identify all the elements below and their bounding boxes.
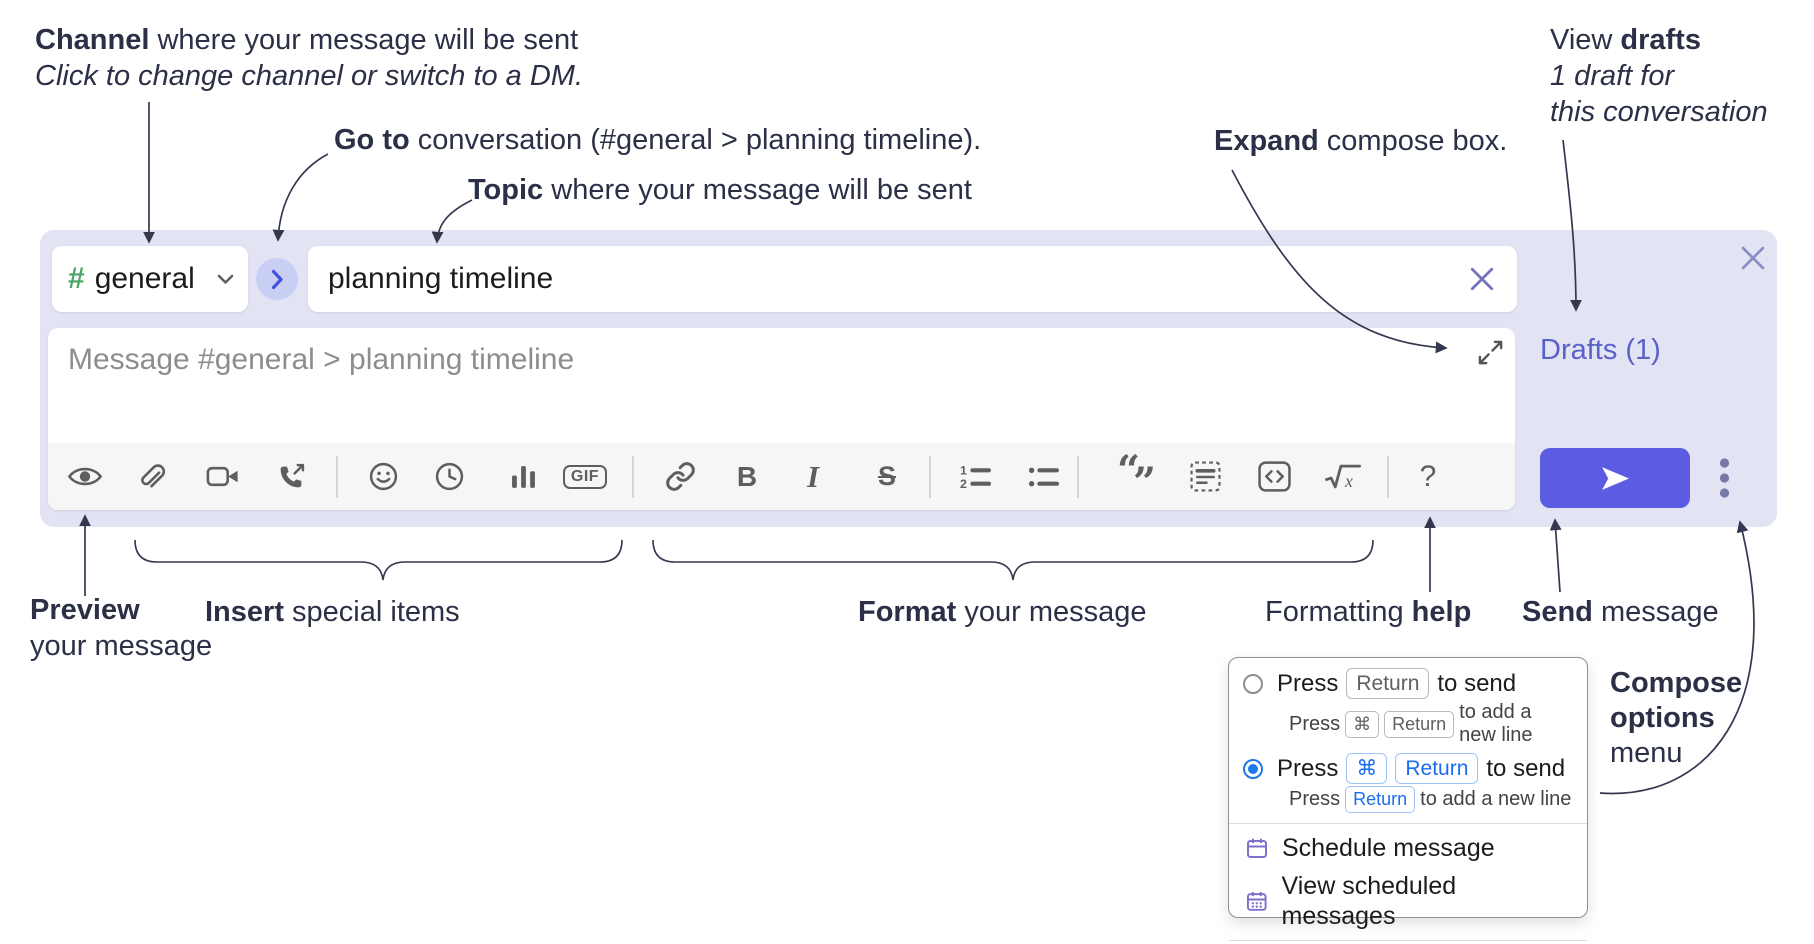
goto-conversation-button[interactable] (256, 258, 298, 300)
svg-text:2: 2 (960, 477, 967, 490)
radio-cmd-return-subtext: Press Return to add a new line (1229, 784, 1587, 818)
key-return: Return (1384, 710, 1455, 738)
channel-hash-icon: # (68, 262, 85, 295)
expand-compose-button[interactable] (1474, 336, 1506, 368)
key-return: Return (1346, 668, 1430, 699)
phone-call-icon (280, 463, 305, 487)
topic-input[interactable] (326, 261, 1465, 297)
toolbar-divider (336, 456, 338, 498)
send-plane-icon (1601, 466, 1629, 490)
emoji-button[interactable] (359, 443, 407, 510)
dashed-quote-block-icon (1189, 461, 1221, 492)
menu-divider (1229, 823, 1587, 824)
gif-icon: GIF (562, 464, 608, 489)
drafts-link[interactable]: Drafts (1) (1540, 334, 1661, 366)
link-icon (665, 462, 695, 491)
radio-return-to-send[interactable]: Press Return to send (1229, 667, 1587, 699)
kebab-menu-icon (1719, 458, 1729, 498)
code-button[interactable] (1250, 443, 1298, 510)
menu-item-schedule-message[interactable]: Schedule message (1229, 829, 1587, 867)
annotation-format: Format your message (858, 596, 1147, 628)
radio-icon[interactable] (1243, 673, 1263, 694)
annotation-preview: Preview your message (30, 594, 213, 662)
send-button[interactable] (1540, 448, 1690, 508)
quote-block-button[interactable] (1181, 443, 1229, 510)
radio-cmd-return-to-send[interactable]: Press ⌘ Return to send (1229, 752, 1587, 784)
toolbar-divider (1387, 456, 1389, 498)
radio-return-subtext: Press ⌘ Return to add a new line (1289, 701, 1533, 746)
italic-icon: I (806, 458, 820, 494)
clear-topic-button[interactable] (1465, 262, 1499, 296)
strikethrough-icon: S (877, 461, 896, 491)
attach-file-button[interactable] (127, 443, 175, 510)
key-cmd: ⌘ (1346, 753, 1388, 784)
bar-chart-icon (511, 466, 535, 488)
preview-button[interactable] (61, 443, 109, 510)
bold-button[interactable]: B (723, 443, 771, 510)
calendar-grid-icon (1246, 891, 1267, 911)
toolbar-divider (929, 456, 931, 498)
menu-item-view-scheduled[interactable]: View scheduled messages (1229, 867, 1587, 935)
formula-button[interactable]: x (1319, 443, 1367, 510)
radio-selected-icon[interactable] (1243, 758, 1263, 779)
formatting-toolbar (48, 443, 1515, 510)
sqrt-formula-icon: x (1325, 464, 1361, 491)
annotation-formatting-help: Formatting help (1265, 596, 1472, 628)
chevron-down-icon (217, 274, 234, 284)
svg-text:x: x (1344, 471, 1353, 491)
question-mark-icon: ? (1419, 459, 1437, 493)
channel-select-button[interactable]: # general (52, 246, 248, 312)
video-camera-icon (206, 466, 238, 487)
topic-field (308, 246, 1517, 312)
expand-icon (1478, 340, 1502, 364)
close-compose-button[interactable] (1736, 241, 1770, 275)
toolbar-divider (632, 456, 634, 498)
clock-icon (435, 462, 463, 491)
chevron-right-icon (271, 269, 283, 289)
create-poll-button[interactable] (499, 443, 547, 510)
annotation-send: Send message (1522, 596, 1719, 628)
svg-text:1: 1 (960, 463, 967, 477)
annotation-insert: Insert special items (205, 596, 460, 628)
toolbar-divider (1077, 456, 1079, 498)
annotation-expand: Expand compose box. (1214, 125, 1508, 157)
bold-icon: B (736, 460, 758, 492)
annotation-goto: Go to conversation (#general > planning … (334, 124, 982, 156)
gif-button[interactable]: GIF (561, 443, 609, 510)
link-button[interactable] (656, 443, 704, 510)
close-icon (1741, 246, 1765, 270)
compose-options-button[interactable] (1712, 452, 1736, 504)
annotation-compose-options: Compose options menu (1610, 667, 1743, 769)
annotation-channel: Channel where your message will be sent … (35, 24, 584, 92)
bulleted-list-button[interactable] (1019, 443, 1067, 510)
key-return: Return (1345, 786, 1416, 813)
audio-call-button[interactable] (267, 443, 315, 510)
annotation-topic: Topic where your message will be sent (468, 174, 972, 206)
strikethrough-button[interactable]: S (863, 443, 911, 510)
video-clip-button[interactable] (199, 443, 247, 510)
bulleted-list-icon (1028, 467, 1059, 487)
close-icon (1470, 267, 1494, 291)
message-input[interactable] (66, 342, 1450, 378)
emoji-smiley-icon (369, 462, 397, 491)
key-return: Return (1395, 753, 1479, 784)
code-icon (1257, 461, 1291, 492)
menu-divider (1229, 940, 1587, 941)
paperclip-icon (141, 463, 165, 487)
recent-files-button[interactable] (425, 443, 473, 510)
calendar-icon (1247, 838, 1267, 858)
ordered-list-icon: 12 (960, 463, 991, 490)
italic-button[interactable]: I (789, 443, 837, 510)
quote-icon: “” (1117, 446, 1157, 506)
key-cmd: ⌘ (1345, 710, 1380, 738)
annotation-view-drafts: View drafts 1 draft for this conversatio… (1550, 24, 1768, 128)
channel-name: general (94, 262, 195, 295)
eye-icon (67, 467, 103, 486)
compose-options-menu: Press Return to send Press ⌘ Return to a… (1228, 657, 1588, 941)
blockquote-button[interactable]: “” (1111, 443, 1159, 510)
formatting-help-button[interactable]: ? (1404, 443, 1452, 510)
